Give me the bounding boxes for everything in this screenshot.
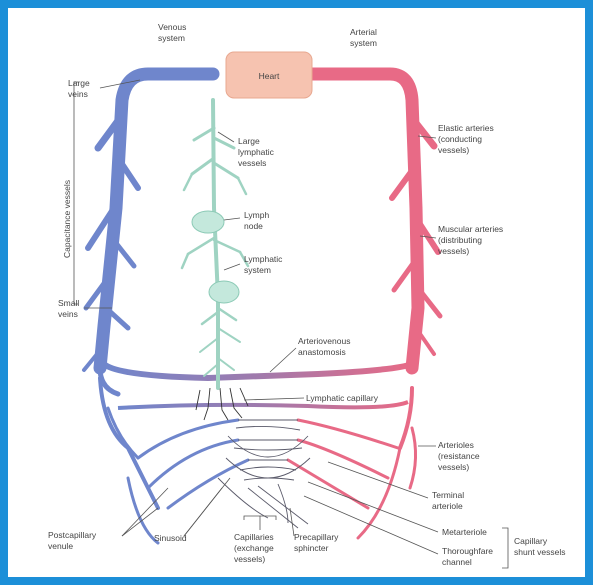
sinusoid-label: Sinusoid bbox=[154, 533, 187, 543]
thoroughfare-channel-label: Thoroughfare channel bbox=[442, 546, 495, 567]
arterial-system-label: Arterial system bbox=[350, 27, 379, 48]
venous-tree bbox=[84, 74, 213, 543]
large-veins-label: Large veins bbox=[68, 78, 92, 99]
small-veins-label: Small veins bbox=[58, 298, 82, 319]
heart-label: Heart bbox=[259, 71, 280, 81]
lymphatic-capillary-label: Lymphatic capillary bbox=[306, 393, 379, 403]
precapillary-sphincter-label: Precapillary sphincter bbox=[294, 532, 341, 553]
large-lymphatic-vessels-label: Large lymphatic vessels bbox=[238, 136, 276, 168]
arterioles-label: Arterioles (resistance vessels) bbox=[438, 440, 482, 472]
postcapillary-venule-label: Postcapillary venule bbox=[48, 530, 99, 551]
lymph-node-label: Lymph node bbox=[244, 210, 272, 231]
arterial-tree bbox=[308, 74, 440, 538]
lymphatic-system-label: Lymphatic system bbox=[244, 254, 285, 275]
diagram-frame: Heart bbox=[8, 8, 585, 577]
metarteriole-label: Metarteriole bbox=[442, 527, 487, 537]
lymph-node-upper bbox=[192, 211, 224, 233]
circulatory-diagram: Heart bbox=[8, 8, 585, 577]
venous-system-label: Venous system bbox=[158, 22, 189, 43]
capacitance-vessels-label: Capacitance vessels bbox=[62, 180, 72, 258]
muscular-arteries-label: Muscular arteries (distributing vessels) bbox=[438, 224, 506, 256]
capillary-shunt-vessels-label: Capillary shunt vessels bbox=[514, 536, 566, 557]
capillaries-label: Capillaries (exchange vessels) bbox=[234, 532, 276, 564]
heart-shape: Heart bbox=[226, 52, 312, 98]
arteriovenous-anastomosis-label: Arteriovenous anastomosis bbox=[298, 336, 353, 357]
terminal-arteriole-label: Terminal arteriole bbox=[432, 490, 467, 511]
elastic-arteries-label: Elastic arteries (conducting vessels) bbox=[438, 123, 496, 155]
lymph-node-lower bbox=[209, 281, 239, 303]
capillary-bed bbox=[138, 420, 398, 528]
arteriovenous-anastomosis-vessel bbox=[104, 364, 412, 378]
